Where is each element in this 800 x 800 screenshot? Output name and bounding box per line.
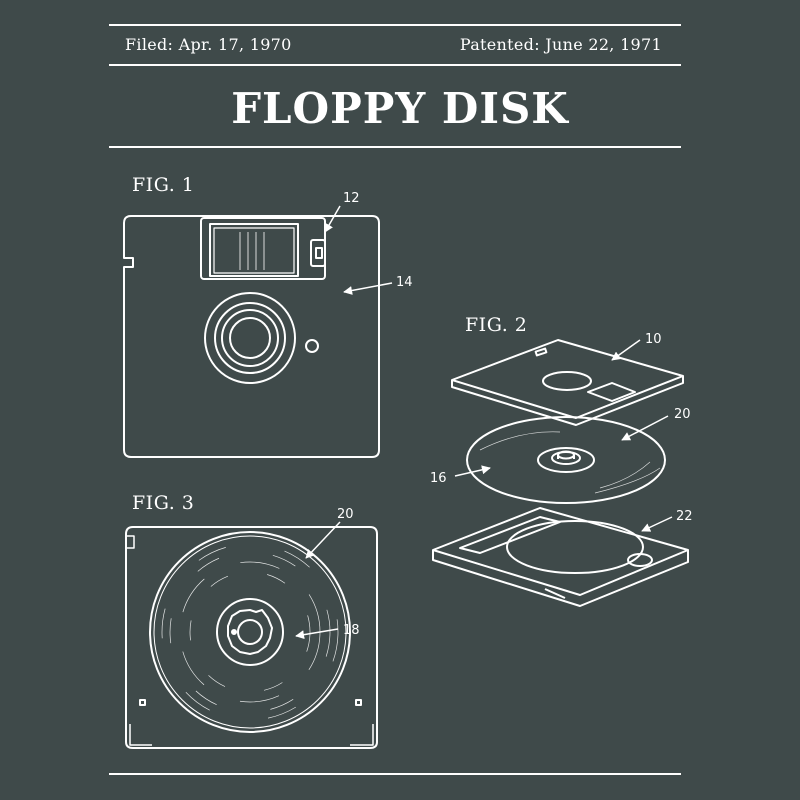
fig1-index-hole — [305, 339, 319, 353]
filed-date: Filed: Apr. 17, 1970 — [125, 35, 292, 54]
fig3-label: FIG. 3 — [132, 492, 195, 514]
callout-20-fig2: 20 — [674, 407, 691, 422]
fig3-magnetic-disk — [149, 531, 351, 733]
header-top-rule — [109, 24, 681, 26]
fig1-disk-outline — [123, 215, 380, 458]
callout-10: 10 — [645, 332, 662, 347]
callout-18: 18 — [343, 623, 360, 638]
fig3-interior-drawing — [125, 526, 378, 749]
footer-rule — [109, 773, 681, 775]
fig1-disk-drawing — [123, 215, 380, 458]
fig3-hub — [216, 598, 284, 666]
fig1-hub-outer — [204, 292, 296, 384]
fig1-label: FIG. 1 — [132, 174, 195, 196]
fig3-callouts: 20 18 — [295, 507, 360, 640]
callout-20-fig3: 20 — [337, 507, 354, 522]
callout-12: 12 — [343, 191, 360, 206]
fig2-callouts: 10 20 16 22 — [430, 332, 693, 532]
patented-date: Patented: June 22, 1971 — [459, 35, 662, 54]
fig3-disk-outline — [125, 526, 378, 749]
fig2-top-shell — [451, 339, 684, 426]
fig1-shutter-window — [209, 223, 299, 277]
fig2-bottom-shell — [432, 507, 689, 607]
fig1-shutter — [200, 217, 326, 280]
fig2-magnetic-disk — [466, 416, 666, 504]
fig2-label: FIG. 2 — [465, 314, 528, 336]
callout-14: 14 — [396, 275, 413, 290]
fig2-exploded-drawing — [432, 339, 689, 607]
fig1-callouts: 12 14 — [324, 191, 413, 295]
fig1-write-protect — [310, 239, 326, 267]
callout-22: 22 — [676, 509, 693, 524]
title-underline-rule — [109, 146, 681, 148]
callout-16: 16 — [430, 471, 447, 486]
header-bottom-rule — [109, 64, 681, 66]
page-title: FLOPPY DISK — [231, 84, 569, 133]
